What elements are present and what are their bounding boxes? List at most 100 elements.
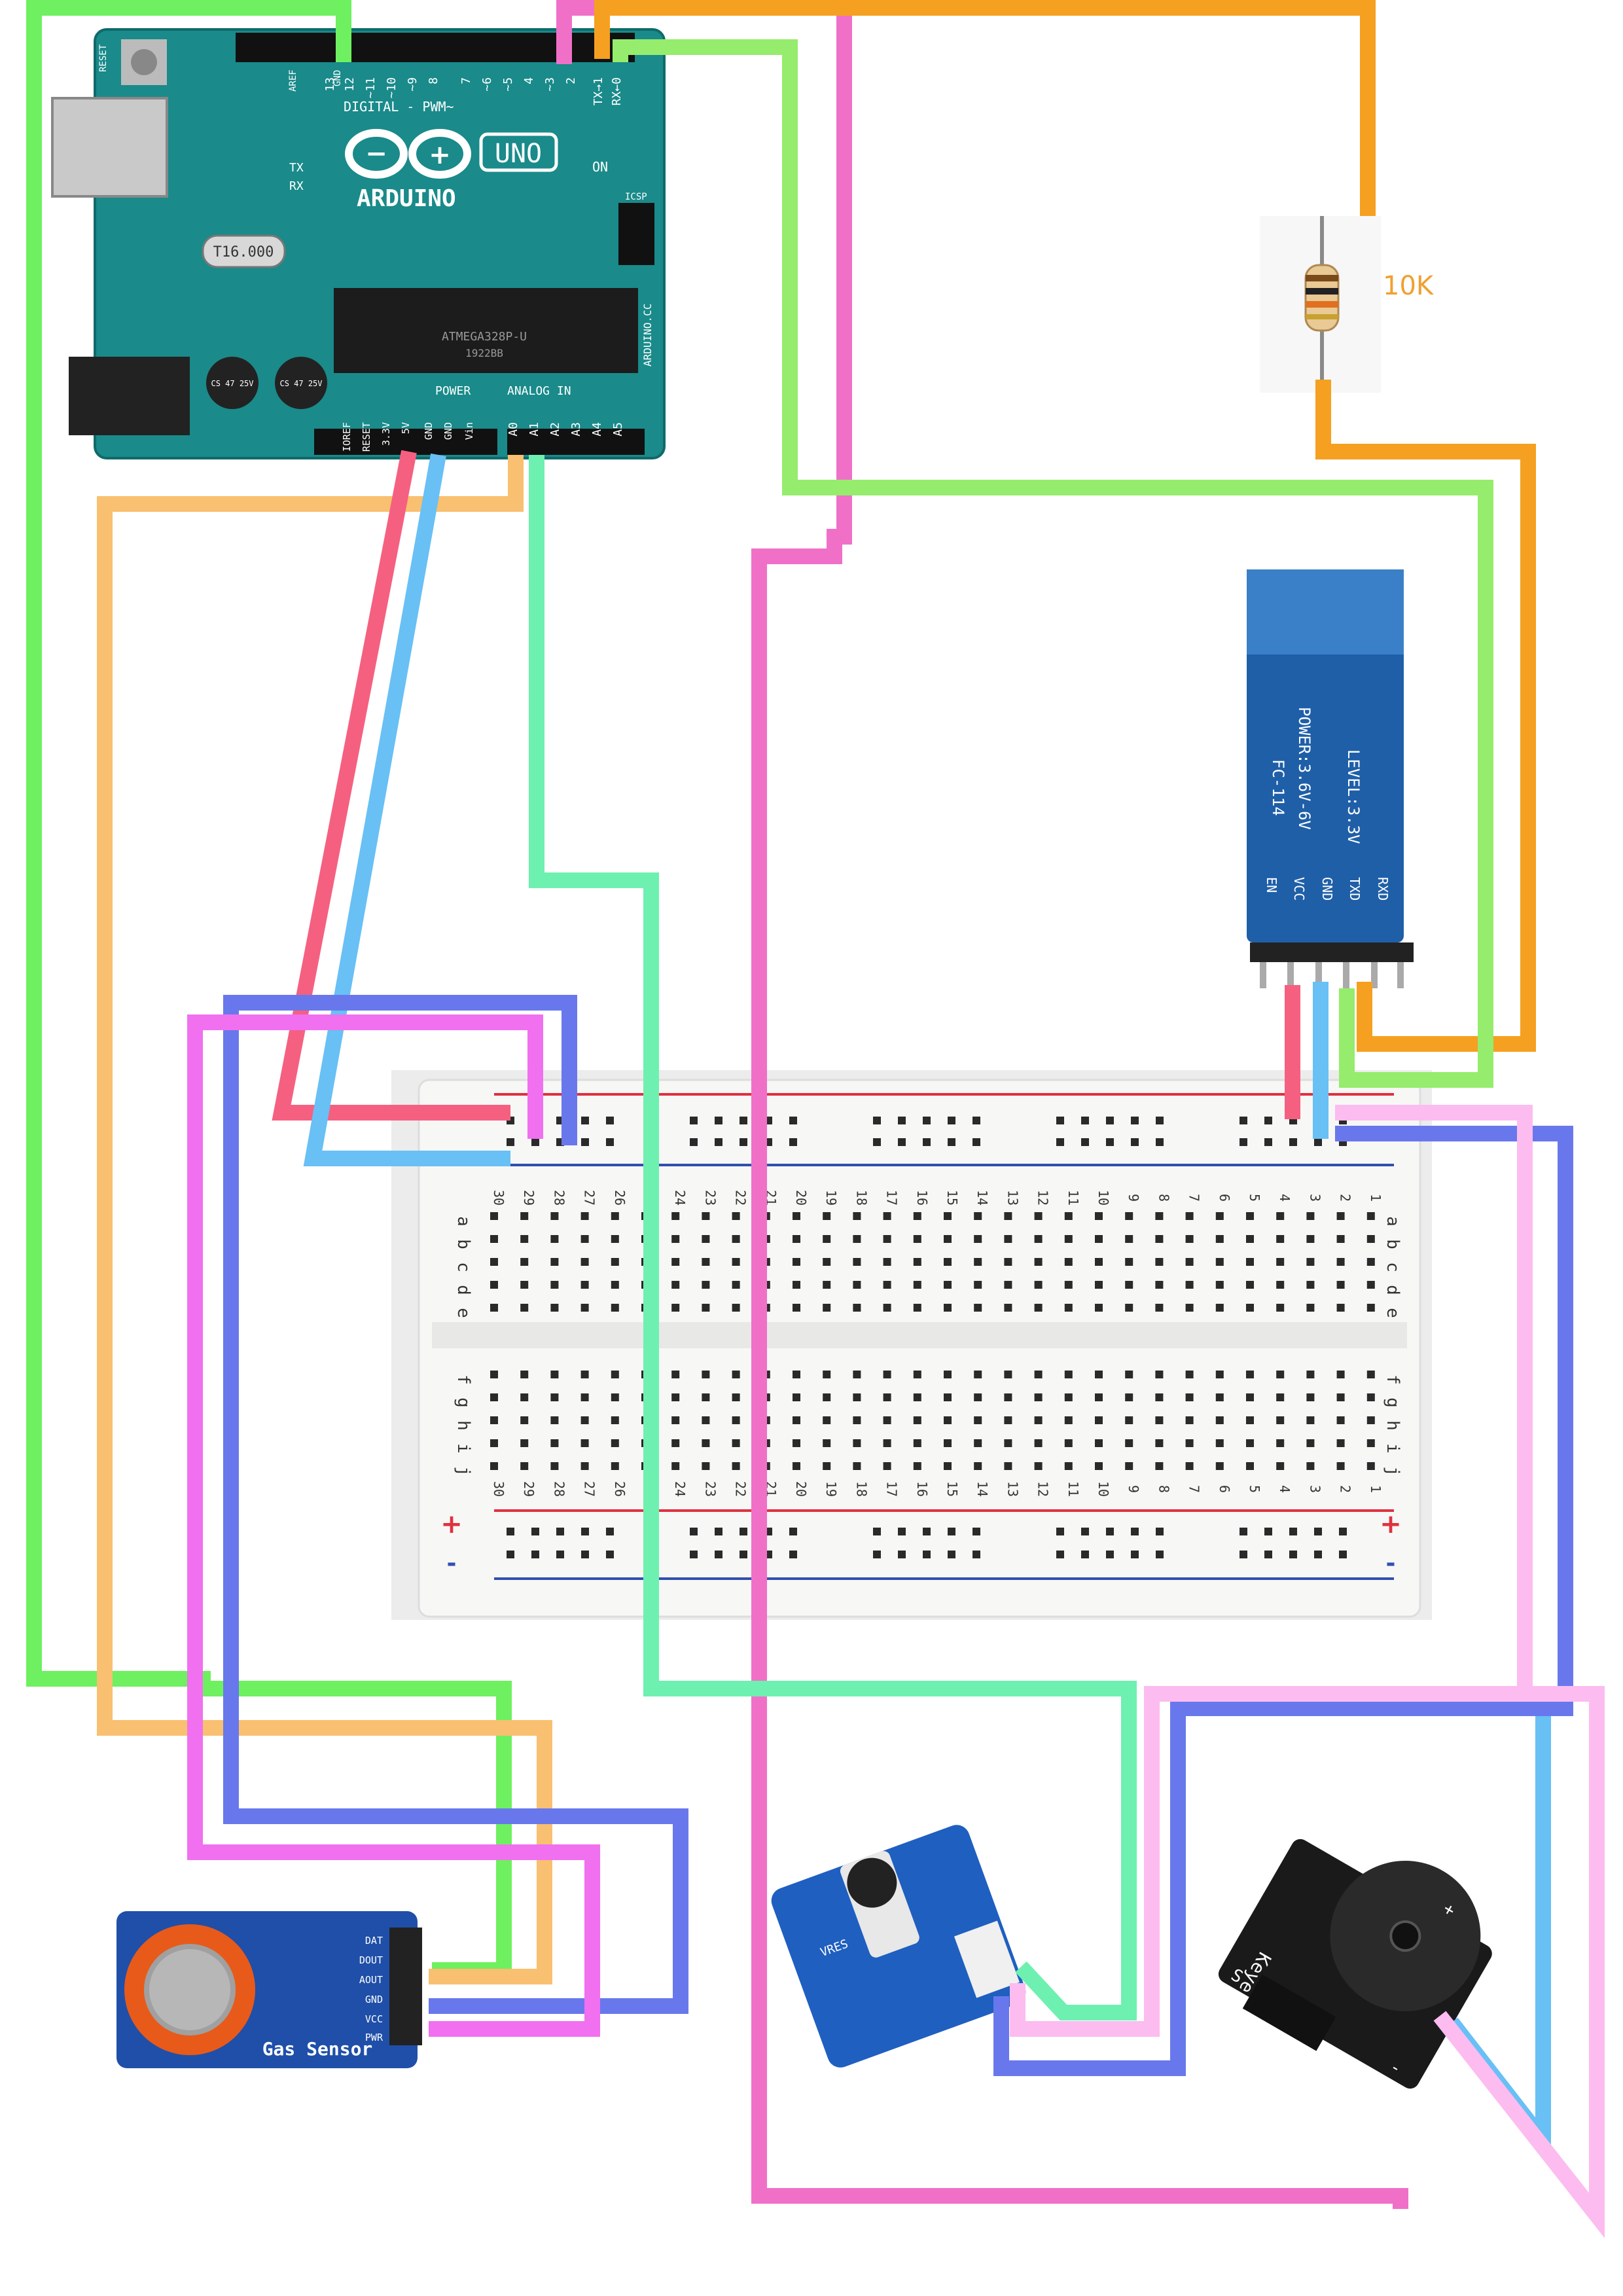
breadboard-hole (1215, 1212, 1224, 1220)
breadboard-row-label: h (1383, 1420, 1402, 1431)
breadboard-hole (550, 1258, 559, 1266)
breadboard-hole (550, 1281, 559, 1289)
breadboard-col-label: 18 (853, 1190, 869, 1206)
breadboard-hole (1125, 1439, 1133, 1447)
bt-power-label: POWER:3.6V-6V (1295, 707, 1313, 830)
breadboard-hole (1276, 1371, 1285, 1378)
breadboard-hole (823, 1393, 831, 1401)
breadboard-hole (1004, 1212, 1012, 1220)
breadboard-hole (883, 1235, 891, 1243)
breadboard-hole (793, 1235, 800, 1243)
breadboard-hole (531, 1551, 539, 1558)
breadboard-hole (898, 1138, 906, 1146)
breadboard-hole (1064, 1304, 1073, 1312)
digital-pin-label: TX→1 (592, 77, 605, 105)
breadboard-hole (550, 1304, 559, 1312)
breadboard-col-label: 29 (521, 1190, 537, 1206)
breadboard-hole (1336, 1235, 1345, 1243)
breadboard-hole (580, 1439, 589, 1447)
breadboard-hole (611, 1235, 619, 1243)
breadboard-hole (1034, 1439, 1043, 1447)
breadboard-hole (974, 1371, 982, 1378)
breadboard-row-label: c (1383, 1262, 1402, 1272)
breadboard-hole (913, 1281, 921, 1289)
breadboard-hole (606, 1551, 614, 1558)
breadboard-hole (1056, 1551, 1064, 1558)
analog-pin-label: A1 (527, 422, 541, 437)
breadboard-hole (873, 1117, 881, 1124)
breadboard-hole (490, 1371, 498, 1378)
breadboard-hole (898, 1551, 906, 1558)
breadboard-hole (1095, 1304, 1103, 1312)
breadboard-hole (944, 1416, 952, 1424)
breadboard-col-label: 28 (551, 1190, 567, 1206)
gas-pin-label: PWR (365, 2032, 383, 2043)
breadboard-hole (793, 1304, 800, 1312)
breadboard-hole (944, 1304, 952, 1312)
breadboard-hole (1095, 1439, 1103, 1447)
breadboard-col-label: 12 (1035, 1481, 1051, 1497)
breadboard-hole (1314, 1551, 1322, 1558)
breadboard-hole (490, 1304, 498, 1312)
breadboard-hole (1095, 1462, 1103, 1470)
breadboard-hole (702, 1416, 710, 1424)
breadboard-hole (1276, 1235, 1285, 1243)
breadboard-hole (1246, 1304, 1254, 1312)
breadboard-hole (671, 1416, 680, 1424)
bt-pin-label: EN (1264, 877, 1279, 893)
breadboard-hole (883, 1462, 891, 1470)
breadboard-hole (1185, 1462, 1194, 1470)
breadboard-hole (789, 1551, 797, 1558)
breadboard-hole (580, 1393, 589, 1401)
breadboard-hole (1056, 1117, 1064, 1124)
breadboard-hole (1064, 1393, 1073, 1401)
breadboard-hole (793, 1371, 800, 1378)
arduino-brand-label: ARDUINO (357, 185, 456, 212)
breadboard-hole (789, 1117, 797, 1124)
breadboard-col-label: 24 (672, 1190, 688, 1206)
breadboard-hole (1155, 1258, 1164, 1266)
breadboard-hole (702, 1258, 710, 1266)
breadboard-row-label: d (454, 1285, 473, 1295)
breadboard-hole (883, 1281, 891, 1289)
breadboard-hole (740, 1117, 747, 1124)
wire-light-pink (1010, 1105, 1533, 2037)
breadboard-hole (883, 1212, 891, 1220)
breadboard-hole (793, 1212, 800, 1220)
breadboard-hole (1131, 1528, 1139, 1535)
breadboard-hole (1215, 1258, 1224, 1266)
bt-header-pin (1260, 942, 1266, 988)
breadboard-hole (531, 1528, 539, 1535)
breadboard-hole (1156, 1528, 1164, 1535)
breadboard-hole (948, 1528, 955, 1535)
breadboard-hole (606, 1117, 614, 1124)
breadboard-row-label: g (454, 1397, 473, 1408)
breadboard-col-label: 4 (1277, 1485, 1293, 1493)
breadboard-col-label: 14 (974, 1481, 990, 1497)
breadboard-hole (1366, 1393, 1375, 1401)
breadboard-hole (732, 1281, 740, 1289)
breadboard-hole (823, 1439, 831, 1447)
breadboard-hole (1276, 1393, 1285, 1401)
breadboard-row-label: i (454, 1443, 473, 1454)
uno-label: UNO (495, 139, 542, 169)
breadboard-hole (1306, 1304, 1315, 1312)
breadboard-col-label: 26 (612, 1190, 628, 1206)
bt-header-pin (1371, 942, 1378, 988)
breadboard-hole (690, 1528, 698, 1535)
breadboard-hole (611, 1371, 619, 1378)
breadboard-hole (611, 1281, 619, 1289)
digital-header (236, 33, 635, 62)
breadboard-hole (611, 1304, 619, 1312)
analog-pin-label: A3 (569, 422, 583, 437)
breadboard-hole (490, 1212, 498, 1220)
breadboard-hole (1246, 1393, 1254, 1401)
breadboard-hole (853, 1393, 861, 1401)
breadboard-hole (1125, 1393, 1133, 1401)
breadboard-hole (1131, 1551, 1139, 1558)
breadboard-hole (972, 1138, 980, 1146)
breadboard-hole (974, 1439, 982, 1447)
breadboard-hole (531, 1138, 539, 1146)
